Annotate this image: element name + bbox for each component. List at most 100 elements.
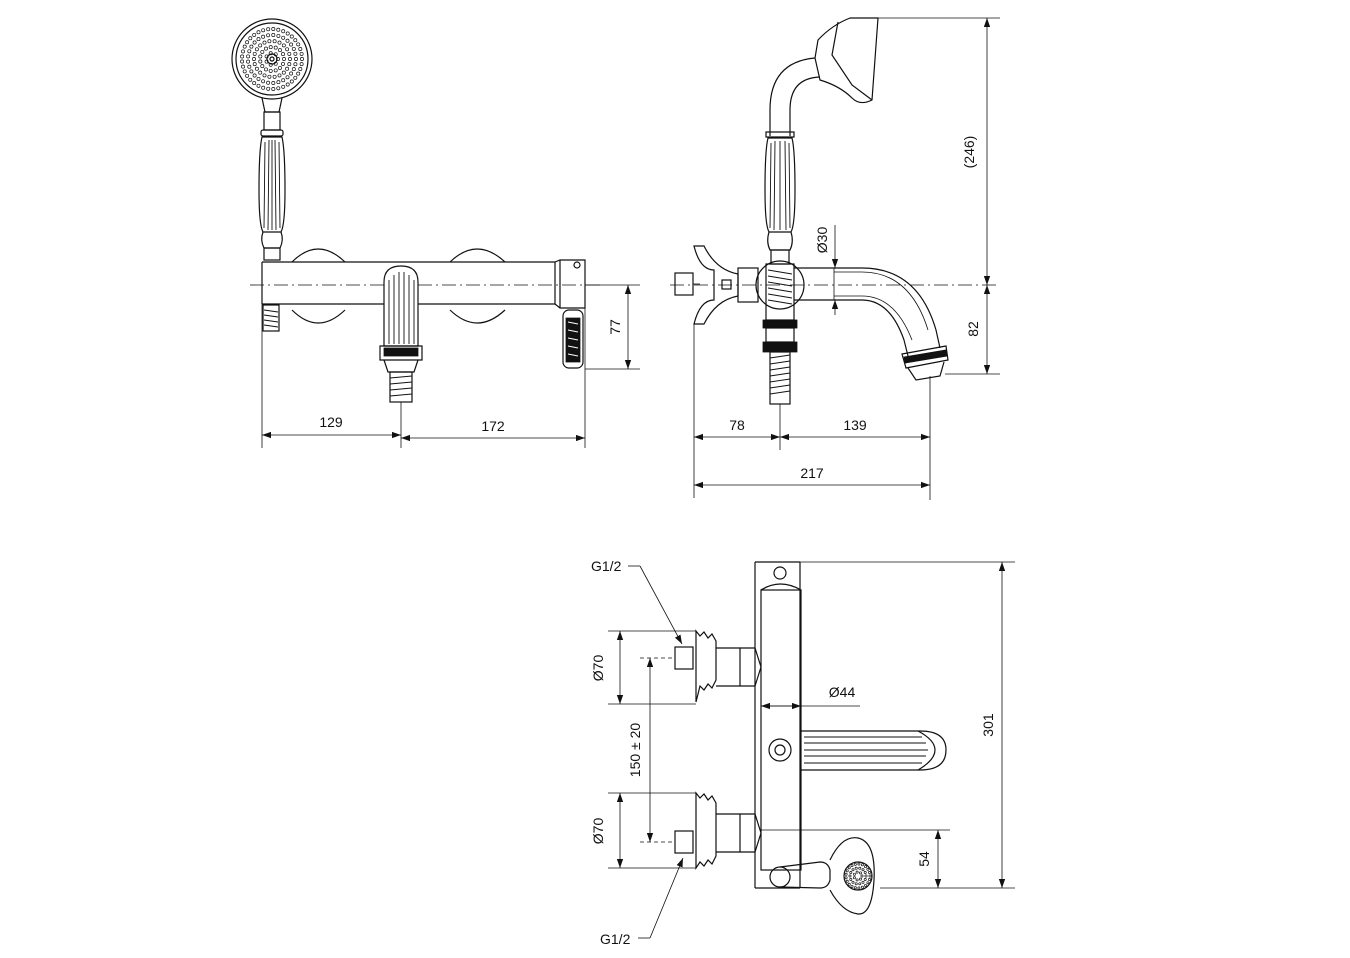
dim-d70-top-label: Ø70 <box>590 655 606 682</box>
shower-hole <box>285 66 290 71</box>
shower-hole <box>285 82 290 87</box>
shower-hole <box>266 33 271 38</box>
shower-hole <box>281 29 286 34</box>
dim-82-label: 82 <box>965 321 981 337</box>
shower-hole <box>859 877 862 881</box>
shower-hole <box>281 78 286 83</box>
shower-hole <box>254 47 259 52</box>
thread-label-bottom: G1/2 <box>600 931 631 947</box>
shower-hole <box>267 74 272 79</box>
shower-hole <box>268 51 273 56</box>
top-shower <box>769 837 875 915</box>
shower-hole <box>844 876 848 880</box>
shower-hole <box>252 73 257 78</box>
shower-hole <box>868 874 872 878</box>
shower-hole <box>863 878 867 881</box>
side-knob <box>562 309 584 369</box>
shower-hole <box>268 62 273 67</box>
shower-hole <box>847 882 851 886</box>
shower-hole <box>252 32 257 37</box>
shower-hole <box>868 871 871 874</box>
shower-hole <box>282 57 286 61</box>
front-dimensions: 129 172 77 <box>261 284 640 448</box>
side-view: 78 139 217 Ø30 82 (246) <box>670 17 1000 500</box>
side-hose-handle <box>764 17 879 265</box>
shower-hole <box>246 54 251 59</box>
shower-hole <box>261 79 266 84</box>
shower-hole <box>300 57 304 61</box>
top-view: Ø70 Ø70 150 ± 20 Ø44 301 54 G1/2 G1/2 <box>590 558 1015 947</box>
shower-hole <box>851 880 855 884</box>
shower-hole <box>854 866 858 870</box>
shower-hole <box>276 27 281 32</box>
shower-hole <box>258 70 263 75</box>
dim-301-label: 301 <box>980 713 996 737</box>
shower-hole <box>245 73 250 78</box>
shower-hole <box>845 879 849 883</box>
shower-hole <box>294 57 298 61</box>
wall-connector <box>670 245 1000 325</box>
shower-hole <box>285 75 290 80</box>
shower-hole <box>289 79 294 84</box>
shower-hole <box>293 62 298 67</box>
shower-hole <box>261 34 266 39</box>
shower-hole <box>849 878 853 881</box>
bottom-connector <box>608 791 762 870</box>
shower-hole <box>299 51 304 56</box>
shower-hole <box>857 862 861 866</box>
shower-hole <box>271 87 276 91</box>
shower-hole <box>273 45 278 50</box>
shower-hole <box>281 61 285 66</box>
shower-hole <box>864 865 867 869</box>
shower-hole <box>273 68 278 73</box>
dim-129-label: 129 <box>319 414 343 430</box>
dim-217-label: 217 <box>800 465 824 481</box>
shower-hole <box>860 874 864 878</box>
shower-hole <box>264 67 268 72</box>
shower-hole <box>277 40 282 45</box>
shower-hole <box>851 868 855 872</box>
shower-hole <box>252 40 257 45</box>
wall-flanges <box>291 248 506 324</box>
shower-hole <box>845 869 849 873</box>
shower-hole <box>853 862 857 866</box>
shower-hole <box>291 67 296 72</box>
shower-hole <box>281 43 286 48</box>
shower-hole <box>285 38 290 43</box>
shower-hole <box>293 51 298 56</box>
thread-label-top: G1/2 <box>591 558 622 574</box>
shower-hole <box>276 57 280 61</box>
shower-hole <box>278 65 282 70</box>
shower-hole <box>252 62 257 67</box>
shower-hole <box>266 80 271 85</box>
shower-hole <box>241 49 245 54</box>
shower-hole <box>262 40 267 45</box>
shower-hole <box>272 74 277 79</box>
shower-hole <box>844 872 848 876</box>
shower-hole <box>271 81 276 85</box>
wall-plate <box>754 561 1015 889</box>
shower-hole <box>248 77 253 82</box>
dim-246-label: (246) <box>961 136 977 169</box>
shower-hole <box>866 881 870 885</box>
shower-hole <box>268 45 273 50</box>
shower-hole <box>857 886 861 890</box>
shower-hole <box>293 75 298 80</box>
dim-172-label: 172 <box>481 418 505 434</box>
shower-hole <box>260 64 265 69</box>
shower-hole <box>276 86 281 91</box>
shower-hole <box>242 69 247 74</box>
shower-hole <box>852 876 856 880</box>
holder-ring <box>755 260 805 405</box>
shower-hole <box>289 42 294 47</box>
shower-hole <box>853 886 857 890</box>
shower-hole <box>289 34 294 39</box>
shower-hole <box>268 68 273 73</box>
shower-hole <box>252 81 257 86</box>
hand-shower-head <box>231 18 313 137</box>
shower-holes <box>240 27 304 91</box>
dim-77-label: 77 <box>607 319 623 335</box>
diverter-knob <box>379 265 423 403</box>
shower-hole <box>248 36 253 41</box>
shower-hole <box>247 49 252 54</box>
